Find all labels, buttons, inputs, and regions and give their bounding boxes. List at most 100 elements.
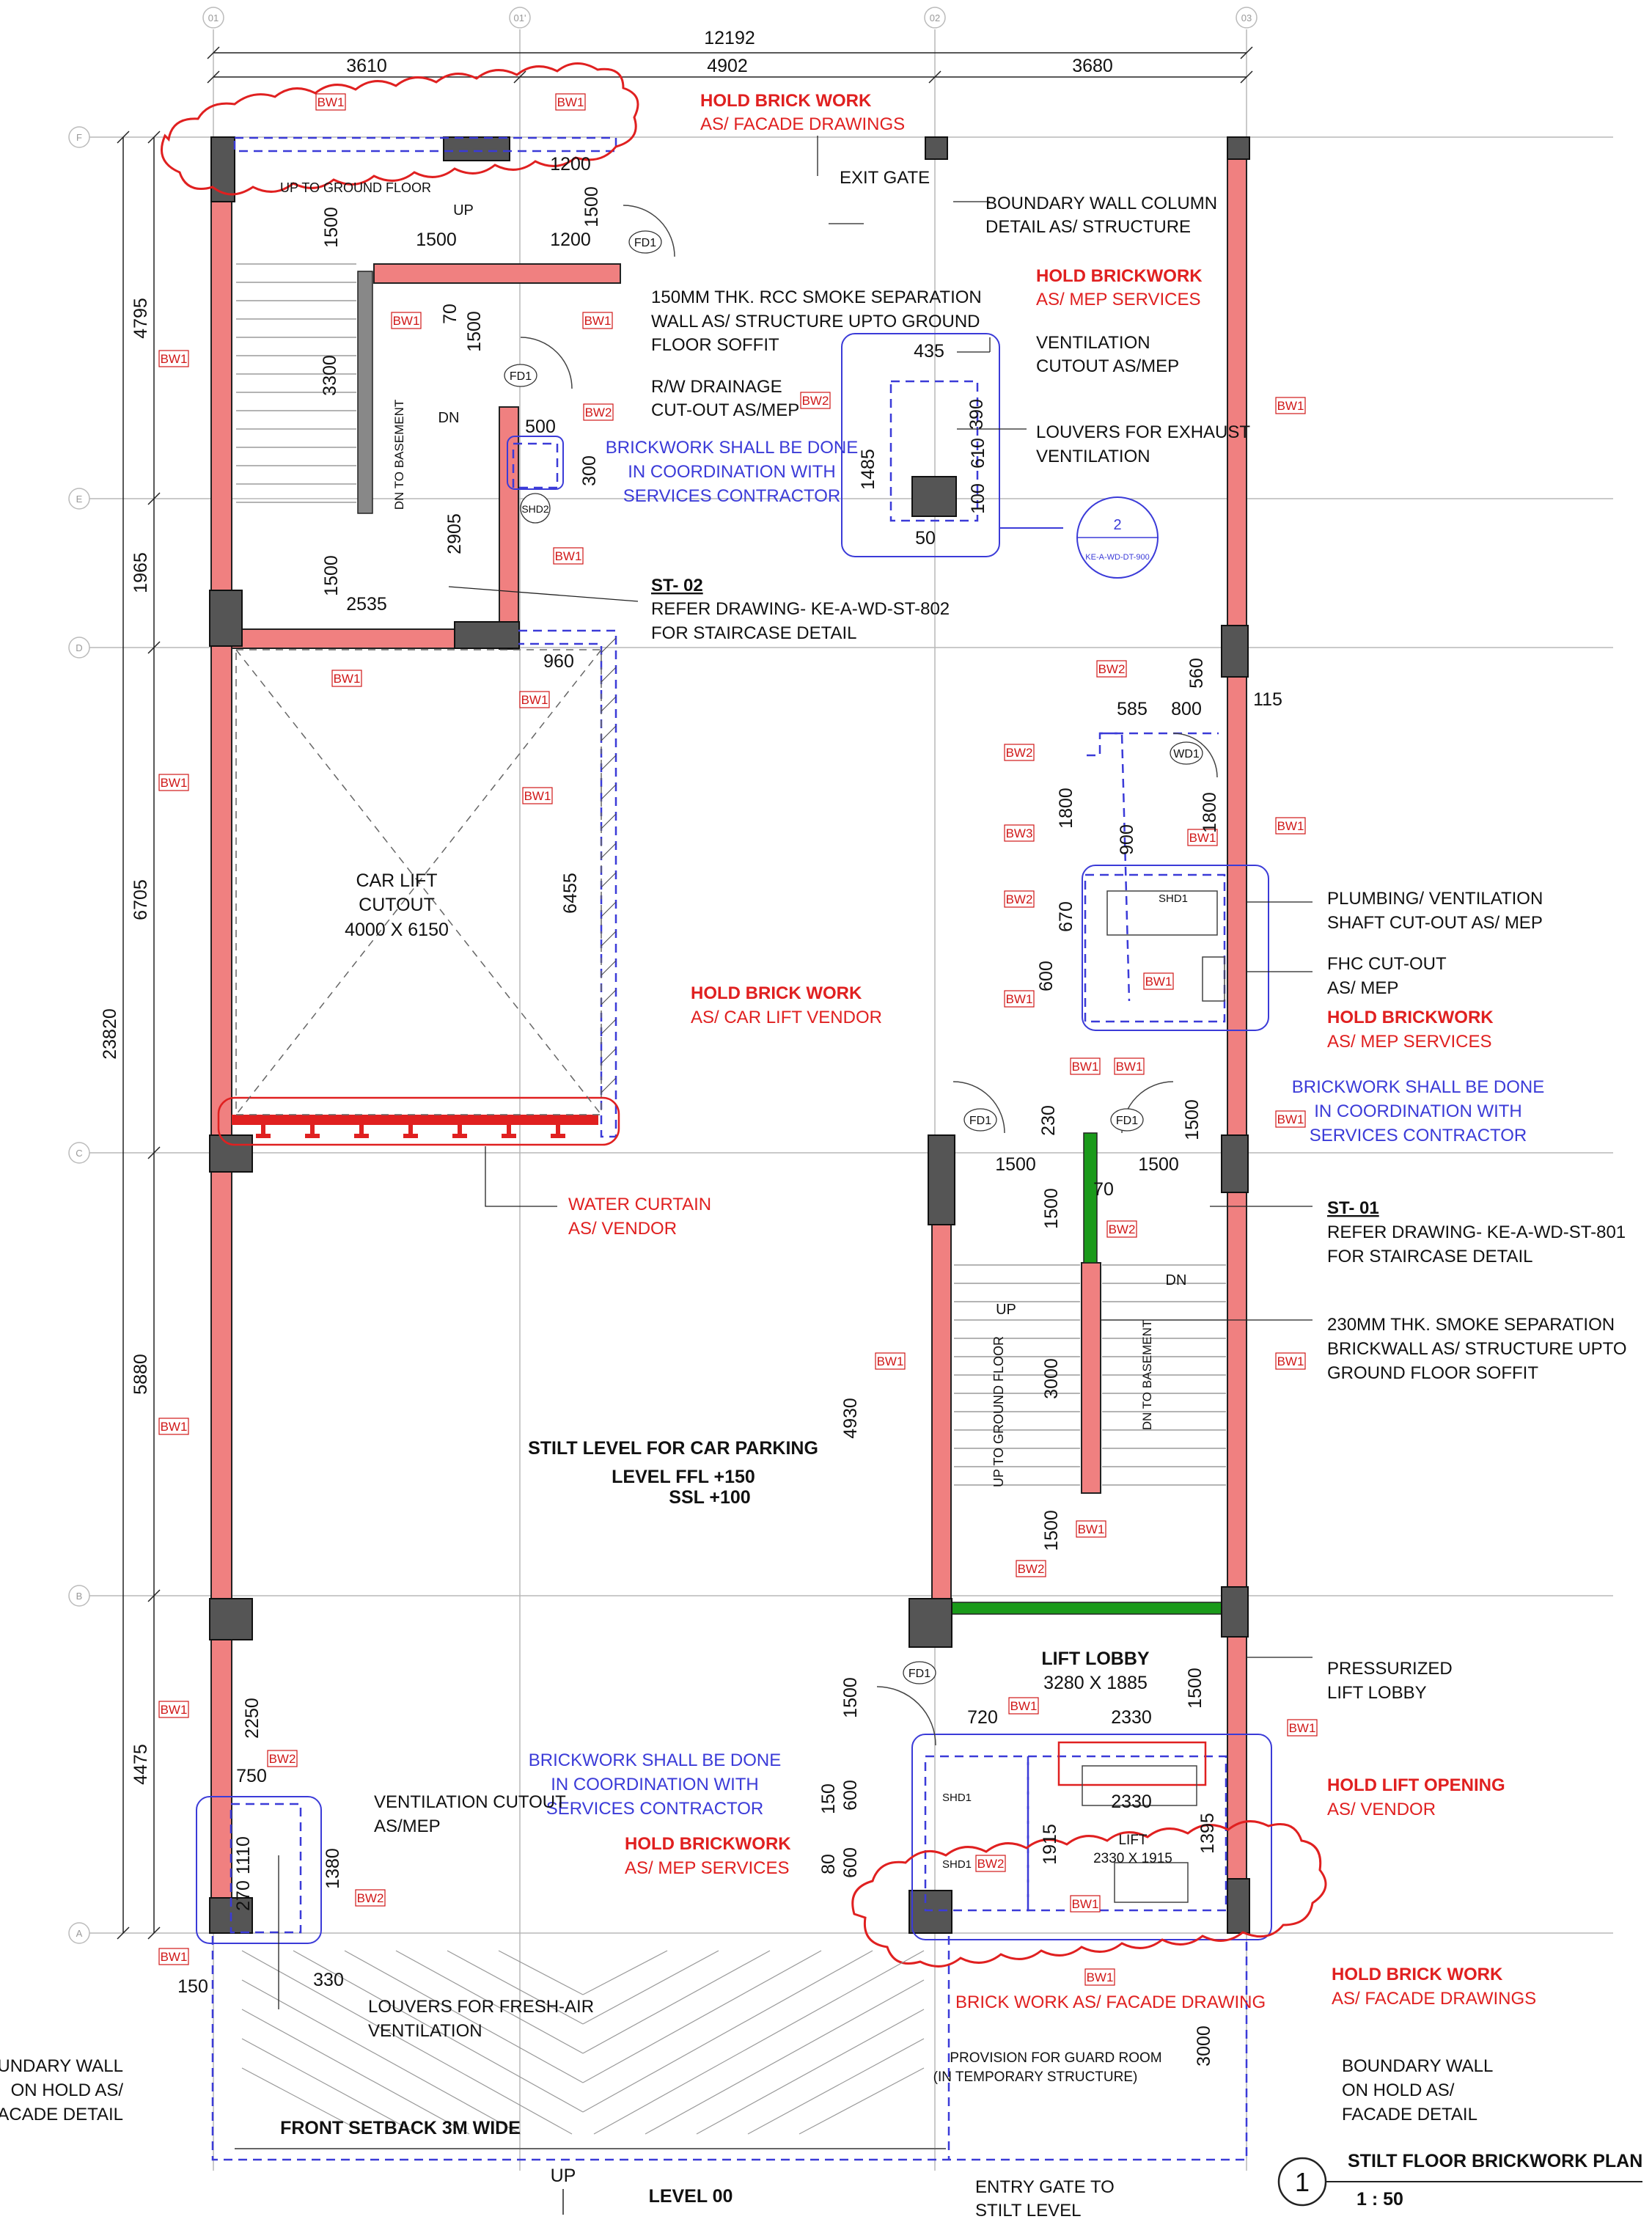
note-rcc-3: FLOOR SOFFIT <box>651 335 779 355</box>
dim-70-b: 70 <box>1093 1179 1114 1200</box>
cloud-top <box>161 62 639 196</box>
note-hold-mep-2a: HOLD BRICKWORK <box>1327 1008 1494 1027</box>
door-fd1-tag-lobby: FD1 <box>908 1668 930 1680</box>
dim-390: 390 <box>966 399 987 430</box>
note-smoke-1: 230MM THK. SMOKE SEPARATION <box>1327 1315 1615 1335</box>
grid-bubble-02 <box>924 7 946 29</box>
dim-3300: 3300 <box>320 355 340 396</box>
note-boundary-left-1: BOUNDARY WALL <box>0 2056 123 2076</box>
note-pressurized-2: LIFT LOBBY <box>1327 1683 1427 1703</box>
note-coord-3-b: IN COORDINATION WITH <box>551 1775 759 1794</box>
note-boundary-right-3: FACADE DETAIL <box>1342 2105 1477 2124</box>
note-st01-3: FOR STAIRCASE DETAIL <box>1327 1247 1533 1266</box>
shd2-tag: SHD2 <box>521 503 549 515</box>
smoke-wall-green <box>1083 1132 1098 1264</box>
label-car-lift-cutout: CUTOUT <box>359 895 435 915</box>
dim-1500-j: 1500 <box>840 1677 861 1718</box>
column-C2 <box>928 1134 955 1225</box>
note-fresh-air-1: LOUVERS FOR FRESH-AIR <box>368 1997 594 2017</box>
note-fhc-2: AS/ MEP <box>1327 978 1398 998</box>
dim-435: 435 <box>914 341 944 362</box>
column-F4 <box>1227 136 1250 160</box>
note-coord-3-c: SERVICES CONTRACTOR <box>546 1799 764 1819</box>
note-vent-2: CUTOUT AS/MEP <box>1036 356 1179 376</box>
note-vent-cutout-1: VENTILATION CUTOUT <box>374 1792 566 1812</box>
dim-230: 230 <box>1038 1105 1059 1136</box>
note-louvers-2: VENTILATION <box>1036 447 1150 466</box>
note-vent-cutout-2: AS/MEP <box>374 1816 441 1836</box>
label-up-ground-2: UP TO GROUND FLOOR <box>991 1336 1006 1487</box>
label-car-lift-size: 4000 X 6150 <box>345 920 449 940</box>
dim-1800-a: 1800 <box>1056 788 1076 829</box>
label-up-top: UP <box>453 202 474 219</box>
grid-label-01p: 01' <box>514 12 526 23</box>
drawing-scale: 1 : 50 <box>1357 2189 1403 2210</box>
dim-1500-i: 1500 <box>1041 1510 1062 1551</box>
dim-1380: 1380 <box>323 1848 343 1889</box>
dim-100: 100 <box>968 483 988 514</box>
door-wd1 <box>1172 733 1218 778</box>
column-F3 <box>925 136 948 160</box>
dim-1395: 1395 <box>1197 1813 1218 1854</box>
door-fd1-lobby <box>876 1686 936 1746</box>
dim-900: 900 <box>1117 824 1137 855</box>
label-front-setback: FRONT SETBACK 3M WIDE <box>280 2118 521 2138</box>
dim-left-bay-3: 6705 <box>131 879 151 920</box>
tag-bw1-aa: BW1 <box>161 1950 188 1964</box>
note-hold-lift-1: HOLD BRICK WORK <box>691 983 862 1003</box>
dim-left-bay-1: 4795 <box>131 298 151 339</box>
dim-1200-a: 1200 <box>550 154 591 175</box>
tag-bw1-p: BW1 <box>1072 1060 1099 1074</box>
red-hold-outlines <box>217 1096 1207 1786</box>
dim-150-b: 150 <box>177 1976 208 1997</box>
note-hold-lift-open-1: HOLD LIFT OPENING <box>1327 1775 1505 1795</box>
column-C1 <box>209 1134 253 1173</box>
dim-1500-c: 1500 <box>464 311 485 352</box>
dim-1500-d: 1500 <box>321 555 342 596</box>
shaft-block <box>911 476 957 517</box>
dim-left-bay-2: 1965 <box>131 552 151 593</box>
top-dimension-lines <box>207 46 1253 84</box>
note-st01-2: REFER DRAWING- KE-A-WD-ST-801 <box>1327 1222 1626 1242</box>
note-st02-2: REFER DRAWING- KE-A-WD-ST-802 <box>651 599 950 619</box>
dim-2330-a: 2330 <box>1111 1707 1152 1728</box>
wall-stair2-mid <box>1081 1262 1101 1494</box>
lift-shaft-detail <box>1082 890 1225 1903</box>
grid-label-01: 01 <box>208 12 219 23</box>
tag-bw2-j: BW2 <box>977 1857 1005 1871</box>
drawing-title: STILT FLOOR BRICKWORK PLAN <box>1348 2151 1642 2171</box>
leader-lines <box>278 136 1313 2009</box>
column-D2 <box>454 621 520 649</box>
note-hold-brick-bottom-2: AS/ FACADE DRAWINGS <box>1332 1989 1536 2009</box>
tag-bw2-h: BW2 <box>269 1752 296 1766</box>
dim-610: 610 <box>968 438 988 469</box>
grid-label-03: 03 <box>1241 12 1252 23</box>
grid-bubbles <box>68 7 1258 1944</box>
note-hold-brick-bottom-1: HOLD BRICK WORK <box>1332 1965 1503 1984</box>
label-lift: LIFT <box>1118 1833 1147 1848</box>
label-lift-lobby: LIFT LOBBY <box>1041 1649 1150 1669</box>
door-tag-shapes <box>504 230 1203 1684</box>
dim-600-c: 600 <box>840 1847 861 1878</box>
note-plumbing-1: PLUMBING/ VENTILATION <box>1327 889 1543 909</box>
note-boundary-left-3: FACADE DETAIL <box>0 2105 123 2124</box>
dim-800: 800 <box>1171 699 1202 719</box>
dim-500: 500 <box>525 417 556 437</box>
grid-bubble-F <box>68 126 90 148</box>
dim-560: 560 <box>1186 658 1207 689</box>
car-lift-cutout <box>235 649 602 1115</box>
label-level-ssl: SSL +100 <box>669 1487 750 1508</box>
note-hold-mep-2b: AS/ MEP SERVICES <box>1327 1032 1492 1052</box>
door-fd1-left <box>952 1081 1005 1134</box>
grid-bubble-A <box>68 1922 90 1944</box>
dim-600: 600 <box>1036 961 1057 991</box>
note-hold-brick-top-1: HOLD BRICK WORK <box>700 91 872 111</box>
tag-bw1-ab: BW1 <box>1087 1970 1114 1984</box>
column-B2 <box>908 1598 952 1648</box>
blue-dashed-walls <box>211 136 1248 2161</box>
dim-1110: 1110 <box>233 1836 254 1874</box>
tag-bw1-o: BW1 <box>1006 992 1033 1006</box>
tag-bw1-s: BW1 <box>877 1354 904 1368</box>
grid-bubble-01p <box>509 7 531 29</box>
tag-bw1-g: BW1 <box>334 672 361 686</box>
